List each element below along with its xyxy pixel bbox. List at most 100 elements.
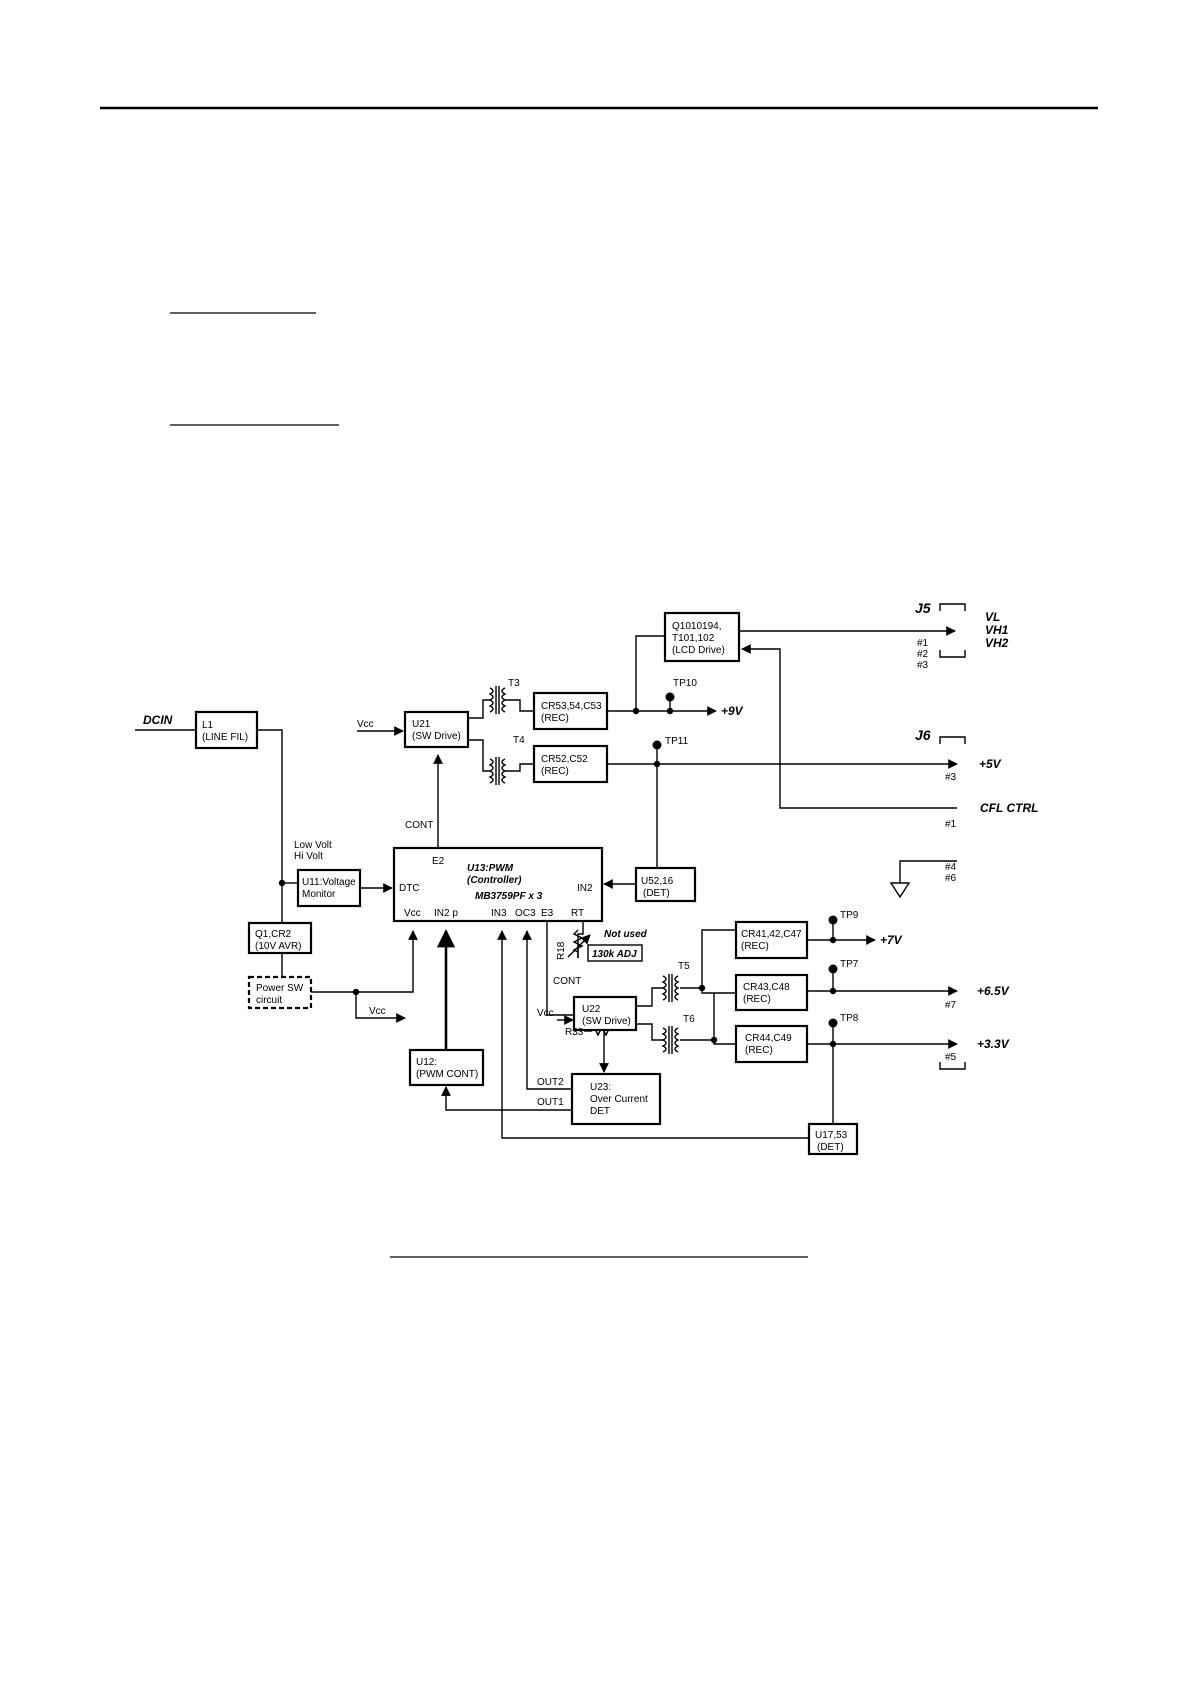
u13-label-3: MB3759PF x 3 [475,891,543,902]
r18-label: R18 [556,941,567,960]
block-cr41 [734,920,809,960]
cfl-ctrl-label: CFL CTRL [980,801,1038,815]
cr41-label-2: (REC) [741,941,769,952]
pin-vcc: Vcc [404,908,421,919]
cr53-label-2: (REC) [541,713,569,724]
j5-pin-1: #1 [917,638,929,649]
u22-label-1: U22 [582,1004,601,1015]
test-points [652,692,838,1028]
pin-in3: IN3 [491,908,507,919]
cr43-label-2: (REC) [743,994,771,1005]
j5-pin-2: #2 [917,649,929,660]
tp10-label: TP10 [673,678,697,689]
out1-label: OUT1 [537,1097,564,1108]
gnd-pin-4: #4 [945,862,957,873]
vcc-out-label: Vcc [369,1006,386,1017]
low-volt-label: Low Volt [294,840,332,851]
pin-rt: RT [571,908,584,919]
output-vl: VL [985,610,1000,624]
cont-label-2: CONT [553,976,581,987]
cr52-label-2: (REC) [541,766,569,777]
u12-label-1: U12: [416,1057,437,1068]
u23-label-3: DET [590,1106,610,1117]
block-cr43 [734,973,809,1012]
junction-dots [278,707,837,1048]
u1753-label-1: U17,53 [815,1130,848,1141]
gnd-pin-6: #6 [945,873,957,884]
cr41-label-1: CR41,42,C47 [741,929,802,940]
u13-pins: E2 DTC IN2 Vcc IN2 p IN3 OC3 E3 RT [399,856,593,919]
u11-label-1: U11:Voltage [302,877,356,888]
cr52-label-1: CR52,C52 [541,754,588,765]
wires [135,626,958,1139]
cr44-label-1: CR44,C49 [745,1033,792,1044]
output-vh2: VH2 [985,636,1009,650]
u13-label-2: (Controller) [467,875,522,886]
pin-oc3: OC3 [515,908,536,919]
block-u22 [572,995,638,1032]
transformer-t6 [661,1026,680,1054]
tp8-label: TP8 [840,1013,859,1024]
q1cr2-label-2: (10V AVR) [255,941,302,952]
connector-brackets [939,603,966,1070]
transformer-t5 [661,974,680,1002]
output-3-3v: +3.3V [977,1037,1010,1051]
t5-label: T5 [678,961,690,972]
cr53-label-1: CR53,54,C53 [541,701,602,712]
cont-label-1: CONT [405,820,433,831]
cfl-pin-1: #1 [945,819,957,830]
u23-label-2: Over Current [590,1094,648,1105]
j5-pin-3: #3 [917,660,929,671]
output-voltages: +9V +5V +7V +6.5V +3.3V VL VH1 VH2 [721,610,1010,1051]
u21-label-2: (SW Drive) [412,731,461,742]
block-l1 [194,710,259,750]
q1cr2-label-1: Q1,CR2 [255,929,292,940]
u1753-label-2: (DET) [817,1142,844,1153]
j6-pin-3: #3 [945,772,957,783]
pin-dtc: DTC [399,883,420,894]
l1-label-1: L1 [202,720,214,731]
block-u1753 [807,1122,859,1156]
adj-label-box [587,944,643,962]
block-labels: L1 (LINE FIL) U21 (SW Drive) CR53,54,C53… [202,621,848,1153]
u12-label-2: (PWM CONT) [416,1069,478,1080]
tp9-label: TP9 [840,910,859,921]
vcc-u21-label: Vcc [357,719,374,730]
transformer-t3 [488,686,507,714]
pin-in2p: IN2 p [434,908,458,919]
adj-label: 130k ADJ [592,949,637,960]
q1010-label-2: T101,102 [672,633,715,644]
output-vh1: VH1 [985,623,1009,637]
output-9v: +9V [721,704,744,718]
block-u12 [408,1048,485,1087]
u5216-label-2: (DET) [643,888,670,899]
block-cr53 [532,691,609,731]
pin-e2: E2 [432,856,445,867]
not-used-label: Not used [604,929,648,940]
connector-j6: J6 [915,727,931,743]
t6-label: T6 [683,1014,695,1025]
resistor-r18-icon [567,929,591,958]
tp7-label: TP7 [840,959,859,970]
dcin-label: DCIN [143,713,173,727]
block-u13 [392,846,604,923]
u23-label-1: U23: [590,1082,611,1093]
signal-labels: DCIN Vcc Vcc Vcc T3 T4 T5 T6 TP10 TP11 T… [143,678,1038,1108]
output-6-5v: +6.5V [977,984,1010,998]
powersw-label-1: Power SW [256,983,304,994]
t3-label: T3 [508,678,520,689]
block-q1010 [663,611,741,663]
pin-in2: IN2 [577,883,593,894]
cr43-label-1: CR43,C48 [743,982,790,993]
t4-label: T4 [513,735,525,746]
r33-label: R33 [565,1027,584,1038]
block-cr52 [532,744,609,784]
u22-label-2: (SW Drive) [582,1016,631,1027]
q1010-label-1: Q1010194, [672,621,722,632]
block-u5216 [634,866,697,903]
hi-volt-label: Hi Volt [294,851,323,862]
output-5v: +5V [979,757,1002,771]
block-u11 [296,868,362,908]
output-7v: +7V [880,933,903,947]
